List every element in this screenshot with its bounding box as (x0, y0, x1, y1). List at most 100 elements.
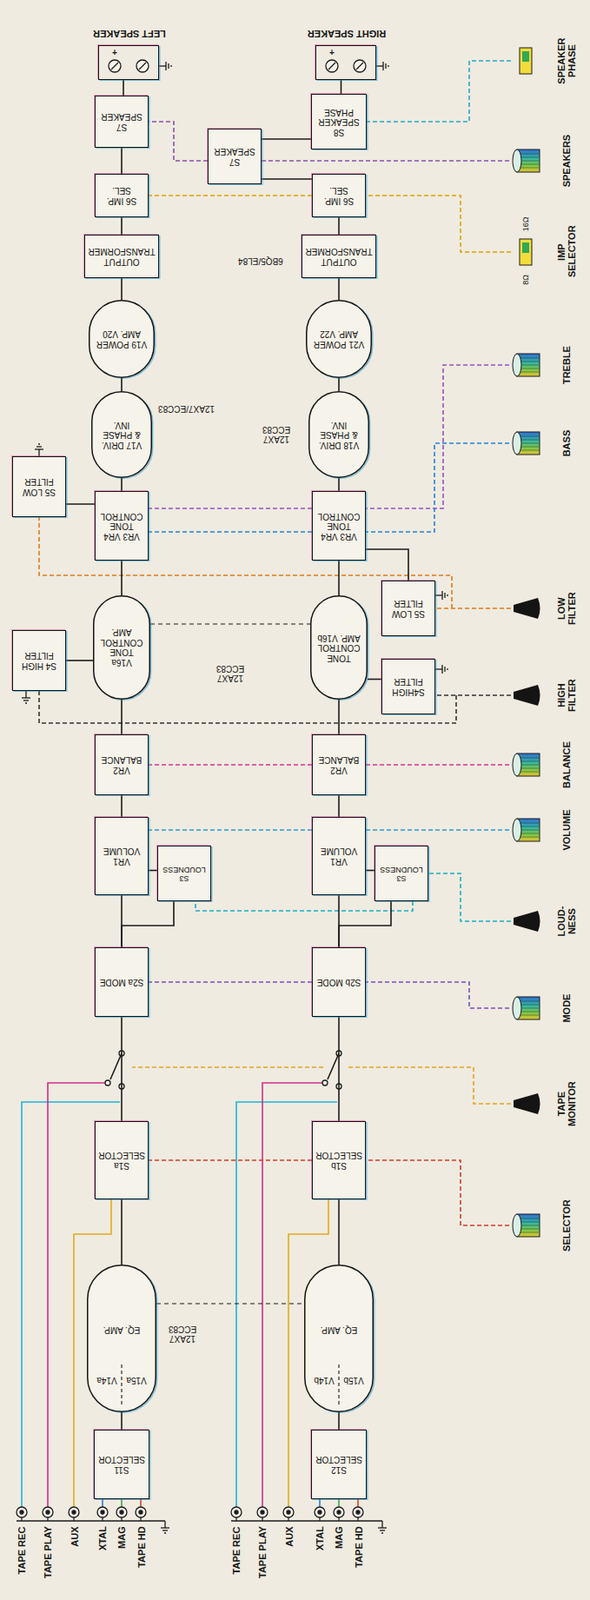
block-label: S6 IMP. SEL. (315, 185, 363, 206)
block-box: S6 IMP. SEL. (311, 173, 366, 218)
knob-groove (517, 450, 539, 451)
block-label: V19 POWER AMP. V20 (95, 329, 148, 350)
knob-groove (517, 153, 539, 155)
knob-groove (517, 757, 539, 759)
ground-symbol (377, 1526, 387, 1528)
block-label: V18 DRIV. & PHASE INV. (315, 419, 363, 451)
input-jack (135, 1506, 146, 1518)
block-label: VR1 VOLUME (98, 846, 146, 867)
input-label: TAPE PLAY (257, 1525, 268, 1578)
input-jack (318, 1510, 322, 1514)
ground-symbol (441, 590, 443, 600)
control-knob (512, 353, 522, 377)
ground-symbol (387, 65, 389, 67)
triode-divider (120, 1364, 122, 1405)
wire (120, 1498, 123, 1507)
ground-symbol (164, 1520, 166, 1528)
ground-symbol (446, 668, 448, 670)
signal-wire (120, 560, 123, 596)
knob-groove (517, 357, 539, 359)
ground-symbol (381, 1520, 383, 1528)
slide-switch (522, 51, 530, 62)
signal-wire (122, 79, 125, 96)
signal-wire (338, 217, 340, 235)
block-label: S11 SELECTOR (97, 1454, 146, 1475)
tube-outline (304, 1265, 374, 1413)
control-link (195, 901, 413, 911)
tube-type: 12AX7 ECC83 (162, 1324, 203, 1344)
wire (139, 1498, 142, 1507)
block-label: V17 DRIV. & PHASE INV. (98, 419, 146, 451)
block-box: S11 SELECTOR (93, 1429, 150, 1499)
block-label: V14b (313, 1374, 334, 1386)
control-link (148, 763, 312, 766)
wire (318, 1498, 321, 1507)
signal-wire (338, 278, 340, 300)
terminal-screw (325, 59, 339, 73)
tape-monitor-switch (105, 1080, 111, 1086)
ground-symbol (441, 664, 443, 674)
control-label: LOUD- NESS (556, 903, 577, 939)
control-link (365, 195, 511, 252)
block-box: OUTPUT TRANSFORMER (84, 234, 160, 279)
terminal-screw (111, 62, 119, 70)
speaker-terminal: LEFT SPEAKER (98, 45, 160, 80)
ground-symbol (162, 1529, 168, 1531)
signal-wire (365, 549, 409, 581)
ground-symbol (444, 666, 445, 672)
block-label: S4HIGH FILTER (384, 676, 432, 697)
wire (101, 1498, 104, 1507)
block-label: S7 SPEAKER (211, 146, 259, 167)
control-knob (512, 1213, 522, 1237)
block-box: S4HIGH FILTER (381, 658, 436, 715)
block-box: VR2 BALANCE (311, 734, 366, 796)
ground-symbol (379, 1529, 385, 1531)
tube-outline (87, 1265, 157, 1413)
signal-wire (121, 901, 174, 948)
signal-wire (367, 678, 382, 681)
terminal-screw (139, 62, 146, 70)
signal-wire (120, 477, 123, 491)
control-link (132, 1066, 324, 1068)
control-link (365, 364, 510, 509)
control-label: SPEAKERS (561, 134, 572, 188)
signal-wire (338, 1199, 340, 1265)
signal-wire (338, 795, 340, 817)
block-box: S3 LOUDNESS (374, 845, 429, 902)
schematic-art (16, 47, 541, 1533)
ground-symbol (160, 1526, 170, 1528)
control-knob (512, 818, 522, 842)
block-box: VR3 VR4 TONE CONTROL (94, 490, 149, 561)
control-link (148, 981, 312, 983)
input-label: TAPE HD (135, 1525, 146, 1567)
input-jack (119, 1510, 124, 1514)
block-label: V15b (343, 1374, 364, 1386)
tube-stage: V19 POWER AMP. V20 (88, 299, 155, 378)
block-label: S3 LOUDNESS (160, 864, 208, 883)
terminal-screw (356, 62, 364, 70)
tube-outline (86, 1264, 157, 1413)
block-label: S1a SELECTOR (98, 1150, 146, 1171)
signal-wire (338, 477, 340, 491)
tube-type: 12AX7/ECC83 (158, 404, 215, 414)
block-label: OUTPUT TRANSFORMER (87, 246, 156, 267)
input-jack (283, 1506, 294, 1518)
tube-type: 12AX7 ECC83 (256, 424, 297, 445)
ground-bus (16, 1519, 166, 1521)
tube-type: 6BQ5/EL84 (238, 256, 284, 266)
polarity-mark: + (112, 47, 118, 58)
control-link (365, 981, 510, 1008)
input-jack (46, 1510, 50, 1514)
triode-link (156, 1302, 305, 1304)
polarity-mark: + (329, 47, 335, 58)
block-box: VR2 BALANCE (94, 734, 149, 796)
ground-symbol (170, 65, 172, 67)
signal-wire (338, 901, 392, 948)
block-label: VR3 VR4 TONE CONTROL (98, 510, 146, 542)
input-label: TAPE PLAY (42, 1525, 54, 1578)
control-label: LOW FILTER (556, 590, 577, 626)
block-box: S2a MODE (94, 947, 149, 1017)
control-link (366, 60, 511, 122)
knob-groove (517, 1218, 539, 1220)
tube-outline (92, 391, 153, 478)
